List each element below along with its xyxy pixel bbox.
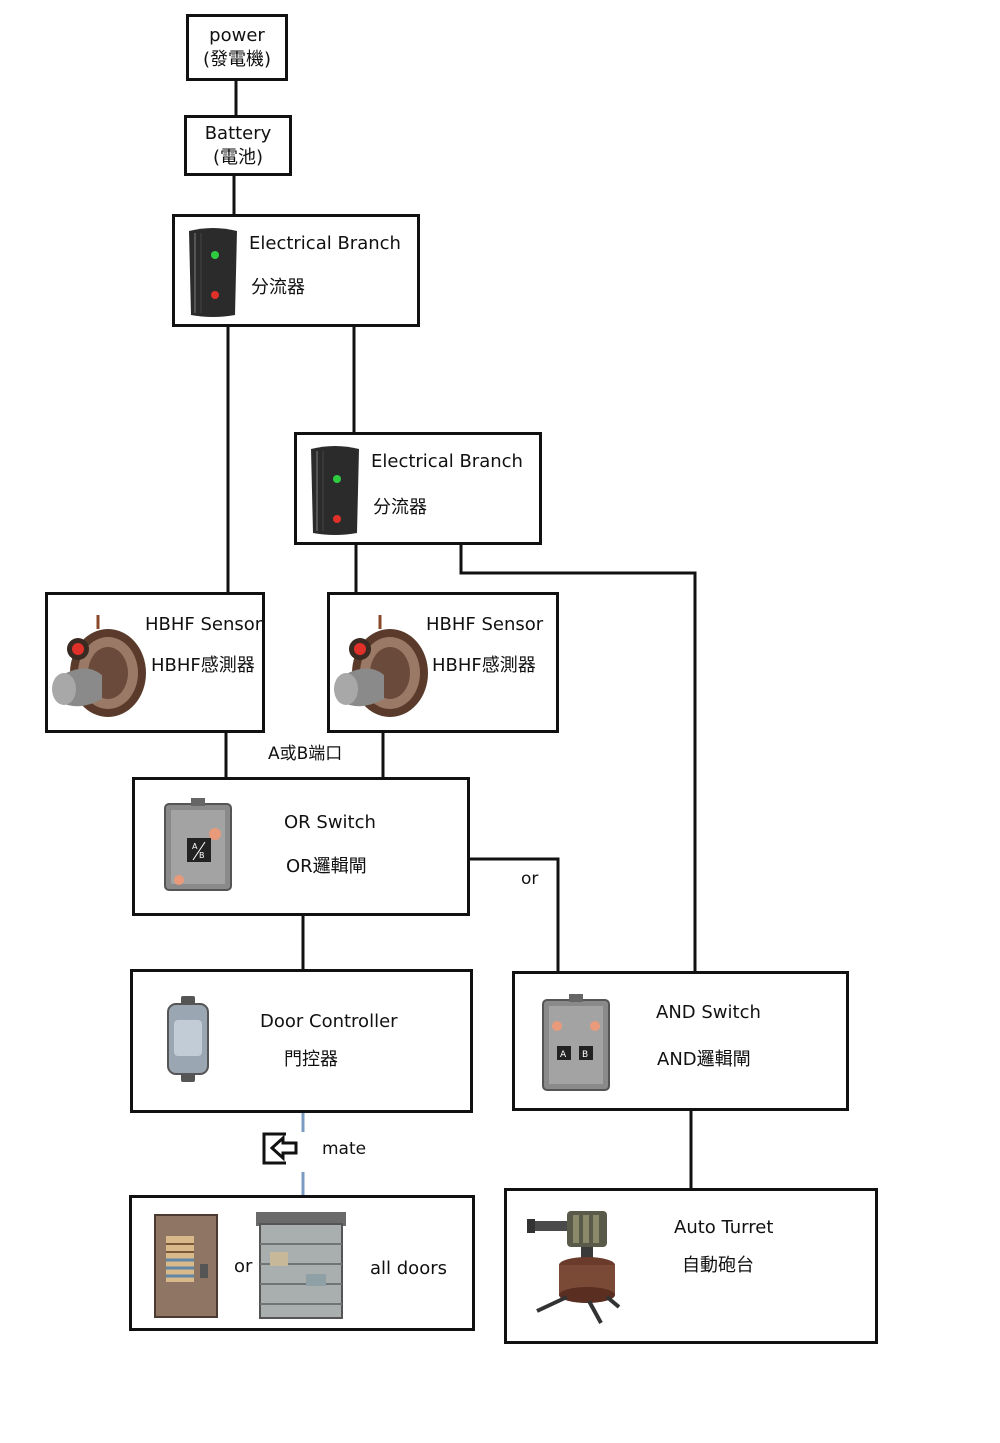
door-controller-sublabel: 門控器	[284, 1049, 338, 1070]
branch1-label: Electrical Branch	[249, 233, 401, 254]
garage-door-icon	[256, 1212, 346, 1319]
or-switch-node: A B OR Switch OR邏輯閘	[132, 777, 470, 916]
or-switch-label: OR Switch	[284, 812, 376, 833]
hbhf-sensor-icon	[52, 615, 146, 717]
and-switch-label: AND Switch	[656, 1002, 761, 1023]
auto-turret-sublabel: 自動砲台	[682, 1255, 754, 1276]
power-label: power	[209, 25, 265, 46]
auto-turret-label: Auto Turret	[674, 1217, 774, 1238]
and-switch-node: A B AND Switch AND邏輯閘	[512, 971, 849, 1111]
or-switch-sublabel: OR邏輯閘	[286, 856, 367, 877]
sensor2-label: HBHF Sensor	[426, 614, 544, 635]
hbhf-sensor-icon	[334, 615, 428, 717]
power-sublabel: (發電機)	[202, 49, 272, 70]
or-switch-icon: A B	[164, 798, 232, 891]
hbhf-sensor-node-1: HBHF Sensor HBHF感測器	[45, 592, 265, 733]
wire-branch2-and	[459, 544, 697, 972]
sensor1-sublabel: HBHF感測器	[151, 655, 255, 676]
svg-text:A: A	[192, 842, 198, 851]
sensor2-sublabel: HBHF感測器	[432, 655, 536, 676]
branch2-label: Electrical Branch	[371, 451, 523, 472]
or-label: or	[521, 869, 539, 889]
svg-text:B: B	[199, 851, 205, 860]
door-controller-label: Door Controller	[260, 1011, 398, 1032]
battery-node: Battery (電池)	[184, 115, 292, 176]
sensor1-label: HBHF Sensor	[145, 614, 263, 635]
mate-label: mate	[322, 1139, 367, 1159]
and-switch-icon: A B	[542, 994, 610, 1091]
electrical-branch-node-1: Electrical Branch 分流器	[172, 214, 420, 327]
port-label: A或B端口	[268, 744, 343, 764]
all-doors-label: all doors	[370, 1258, 447, 1279]
branch2-sublabel: 分流器	[373, 497, 427, 518]
and-switch-sublabel: AND邏輯閘	[657, 1049, 751, 1070]
electrical-branch-node-2: Electrical Branch 分流器	[294, 432, 542, 545]
wire-or-and	[469, 857, 560, 972]
electrical-branch-icon	[189, 228, 237, 317]
battery-sublabel: (電池)	[212, 147, 264, 168]
door-icon	[154, 1214, 218, 1318]
svg-text:B: B	[582, 1050, 588, 1060]
door-controller-node: Door Controller 門控器	[130, 969, 473, 1113]
branch1-sublabel: 分流器	[251, 277, 305, 298]
svg-text:A: A	[560, 1050, 567, 1060]
electrical-branch-icon	[311, 446, 359, 535]
battery-label: Battery	[204, 123, 272, 144]
door-controller-icon	[167, 996, 209, 1082]
power-node: power (發電機)	[186, 14, 288, 81]
doors-or-label: or	[234, 1256, 253, 1277]
hbhf-sensor-node-2: HBHF Sensor HBHF感測器	[327, 592, 559, 733]
auto-turret-node: Auto Turret 自動砲台	[504, 1188, 878, 1344]
doors-node: or all doors	[129, 1195, 475, 1331]
auto-turret-icon	[527, 1211, 621, 1324]
mate-arrow-icon	[262, 1132, 298, 1165]
